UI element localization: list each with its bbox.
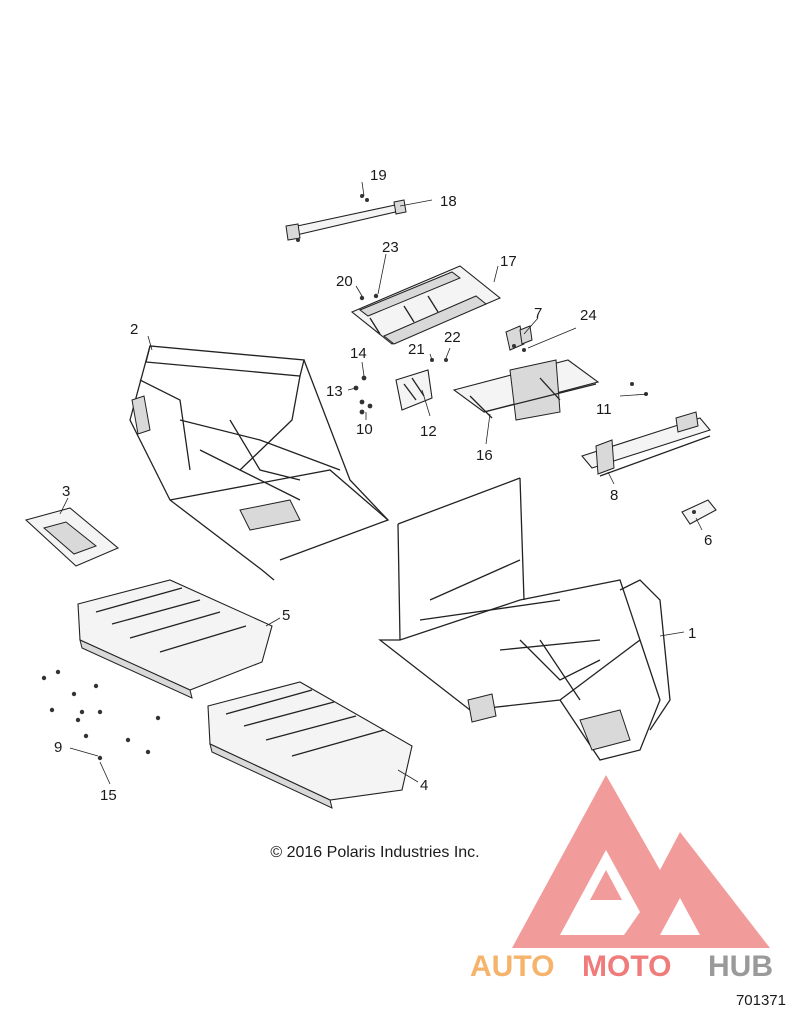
part-10-bolts <box>359 399 373 415</box>
callout-21: 21 <box>408 341 425 358</box>
callout-6: 6 <box>704 532 712 549</box>
part-18-rail <box>285 199 407 241</box>
part-16-crossmember <box>452 359 600 421</box>
part-2-rear-frame <box>129 345 390 581</box>
callout-17: 17 <box>500 253 517 270</box>
watermark-text-hub: HUB <box>708 950 773 983</box>
callout-16: 16 <box>476 447 493 464</box>
part-4-skid-plate <box>207 681 413 809</box>
callout-4: 4 <box>420 777 428 794</box>
copyright-notice: © 2016 Polaris Industries Inc. <box>270 844 480 861</box>
part-5-skid-plate <box>77 579 273 699</box>
callout-22: 22 <box>444 329 461 346</box>
part-1-main-frame <box>378 477 671 761</box>
document-number: 701371 <box>735 992 786 1009</box>
callout-3: 3 <box>62 483 70 500</box>
watermark-text-moto: MOTO <box>582 950 671 983</box>
callout-8: 8 <box>610 487 618 504</box>
part-23-bolt <box>373 293 379 299</box>
callout-1: 1 <box>688 625 696 642</box>
callout-11: 11 <box>596 401 612 418</box>
callout-12: 12 <box>420 423 437 440</box>
part-17-bracket <box>350 265 502 345</box>
callout-14: 14 <box>350 345 367 362</box>
part-14-nut <box>361 375 367 381</box>
watermark-text-auto: AUTO <box>470 950 554 983</box>
part-7-bracket <box>505 325 533 351</box>
callout-23: 23 <box>382 239 399 256</box>
part-22-bolt <box>444 358 448 362</box>
callout-18: 18 <box>440 193 457 210</box>
callout-19: 19 <box>370 167 387 184</box>
callout-13: 13 <box>326 383 343 400</box>
callout-10: 10 <box>356 421 373 438</box>
callout-24: 24 <box>580 307 597 324</box>
part-6-bracket <box>681 499 717 525</box>
part-12-bracket <box>395 369 433 411</box>
callout-20: 20 <box>336 273 353 290</box>
watermark-logo <box>512 775 770 948</box>
callout-9: 9 <box>54 739 62 756</box>
callout-7: 7 <box>534 305 542 322</box>
callout-2: 2 <box>130 321 138 338</box>
part-8-rail <box>581 411 711 477</box>
part-9-fasteners <box>41 669 161 755</box>
callout-5: 5 <box>282 607 290 624</box>
part-3-skid-plate <box>24 507 120 567</box>
part-24-bolts <box>512 344 526 352</box>
callouts: 1 2 3 4 5 6 7 8 9 10 11 12 13 14 15 16 1… <box>54 167 712 804</box>
callout-15: 15 <box>100 787 117 804</box>
leader-lines <box>59 181 703 785</box>
part-15-fastener <box>97 755 103 761</box>
part-20-bolt <box>359 295 365 301</box>
part-19-bolts <box>296 194 369 242</box>
